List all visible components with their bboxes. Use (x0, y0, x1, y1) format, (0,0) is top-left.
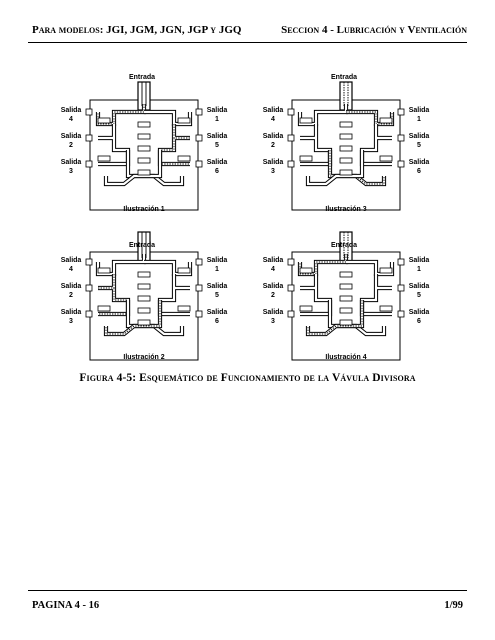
outlet-label-right-1: Salida 1 (408, 257, 430, 273)
revision-date: 1/99 (444, 600, 463, 611)
outlet-label-left-3: Salida 3 (262, 309, 284, 325)
outlet-label-left-1: Salida 4 (262, 257, 284, 273)
page-number: PAGINA 4 - 16 (32, 600, 100, 611)
header-rule (28, 42, 467, 43)
outlet-label-left-3: Salida 3 (60, 159, 82, 175)
outlet-label-right-1: Salida 1 (206, 107, 228, 123)
entrada-label: Entrada (330, 74, 358, 81)
outlet-label-left-3: Salida 3 (262, 159, 284, 175)
outlet-label-left-2: Salida 2 (60, 283, 82, 299)
entrada-label: Entrada (330, 242, 358, 249)
valve-drawing (85, 81, 203, 211)
figure-title: Ilustración 1 (123, 206, 165, 213)
entrada-label: Entrada (128, 242, 156, 249)
valve-drawing (287, 81, 405, 211)
outlet-label-right-2: Salida 5 (408, 133, 430, 149)
page-header: Para modelos: JGI, JGM, JGN, JGP y JGQ S… (28, 24, 467, 40)
outlet-label-left-1: Salida 4 (262, 107, 284, 123)
outlet-label-right-3: Salida 6 (408, 159, 430, 175)
page-footer: PAGINA 4 - 16 1/99 (32, 600, 463, 614)
outlet-label-left-2: Salida 2 (262, 133, 284, 149)
outlet-label-right-1: Salida 1 (408, 107, 430, 123)
footer-rule (28, 590, 467, 591)
figure-ilustracion-4: Entrada Salida 4 Salida 2 Salida 3 Salid… (256, 222, 436, 372)
figure-title: Ilustración 3 (325, 206, 367, 213)
outlet-label-left-2: Salida 2 (262, 283, 284, 299)
outlet-label-right-3: Salida 6 (206, 159, 228, 175)
header-models: Para modelos: JGI, JGM, JGN, JGP y JGQ (32, 24, 242, 36)
outlet-label-right-2: Salida 5 (206, 283, 228, 299)
figure-caption: Figura 4-5: Esquemático de Funcionamient… (79, 372, 416, 384)
figure-title: Ilustración 2 (123, 354, 165, 361)
outlet-label-right-1: Salida 1 (206, 257, 228, 273)
valve-drawing (287, 231, 405, 361)
figure-ilustracion-2: Entrada Salida 4 Salida 2 Salida 3 Salid… (54, 222, 234, 372)
outlet-label-left-3: Salida 3 (60, 309, 82, 325)
figure-ilustracion-3: Entrada Salida 4 Salida 2 Salida 3 Salid… (256, 72, 436, 222)
outlet-label-right-3: Salida 6 (206, 309, 228, 325)
outlet-label-right-2: Salida 5 (408, 283, 430, 299)
outlet-label-right-2: Salida 5 (206, 133, 228, 149)
outlet-label-left-2: Salida 2 (60, 133, 82, 149)
outlet-label-left-1: Salida 4 (60, 107, 82, 123)
figure-ilustracion-1: Entrada Salida 4 Salida 2 Salida 3 Salid… (54, 72, 234, 222)
outlet-label-right-3: Salida 6 (408, 309, 430, 325)
outlet-label-left-1: Salida 4 (60, 257, 82, 273)
valve-drawing (85, 231, 203, 361)
entrada-label: Entrada (128, 74, 156, 81)
figure-title: Ilustración 4 (325, 354, 367, 361)
header-section: Seccion 4 - Lubricación y Ventilación (281, 24, 467, 36)
